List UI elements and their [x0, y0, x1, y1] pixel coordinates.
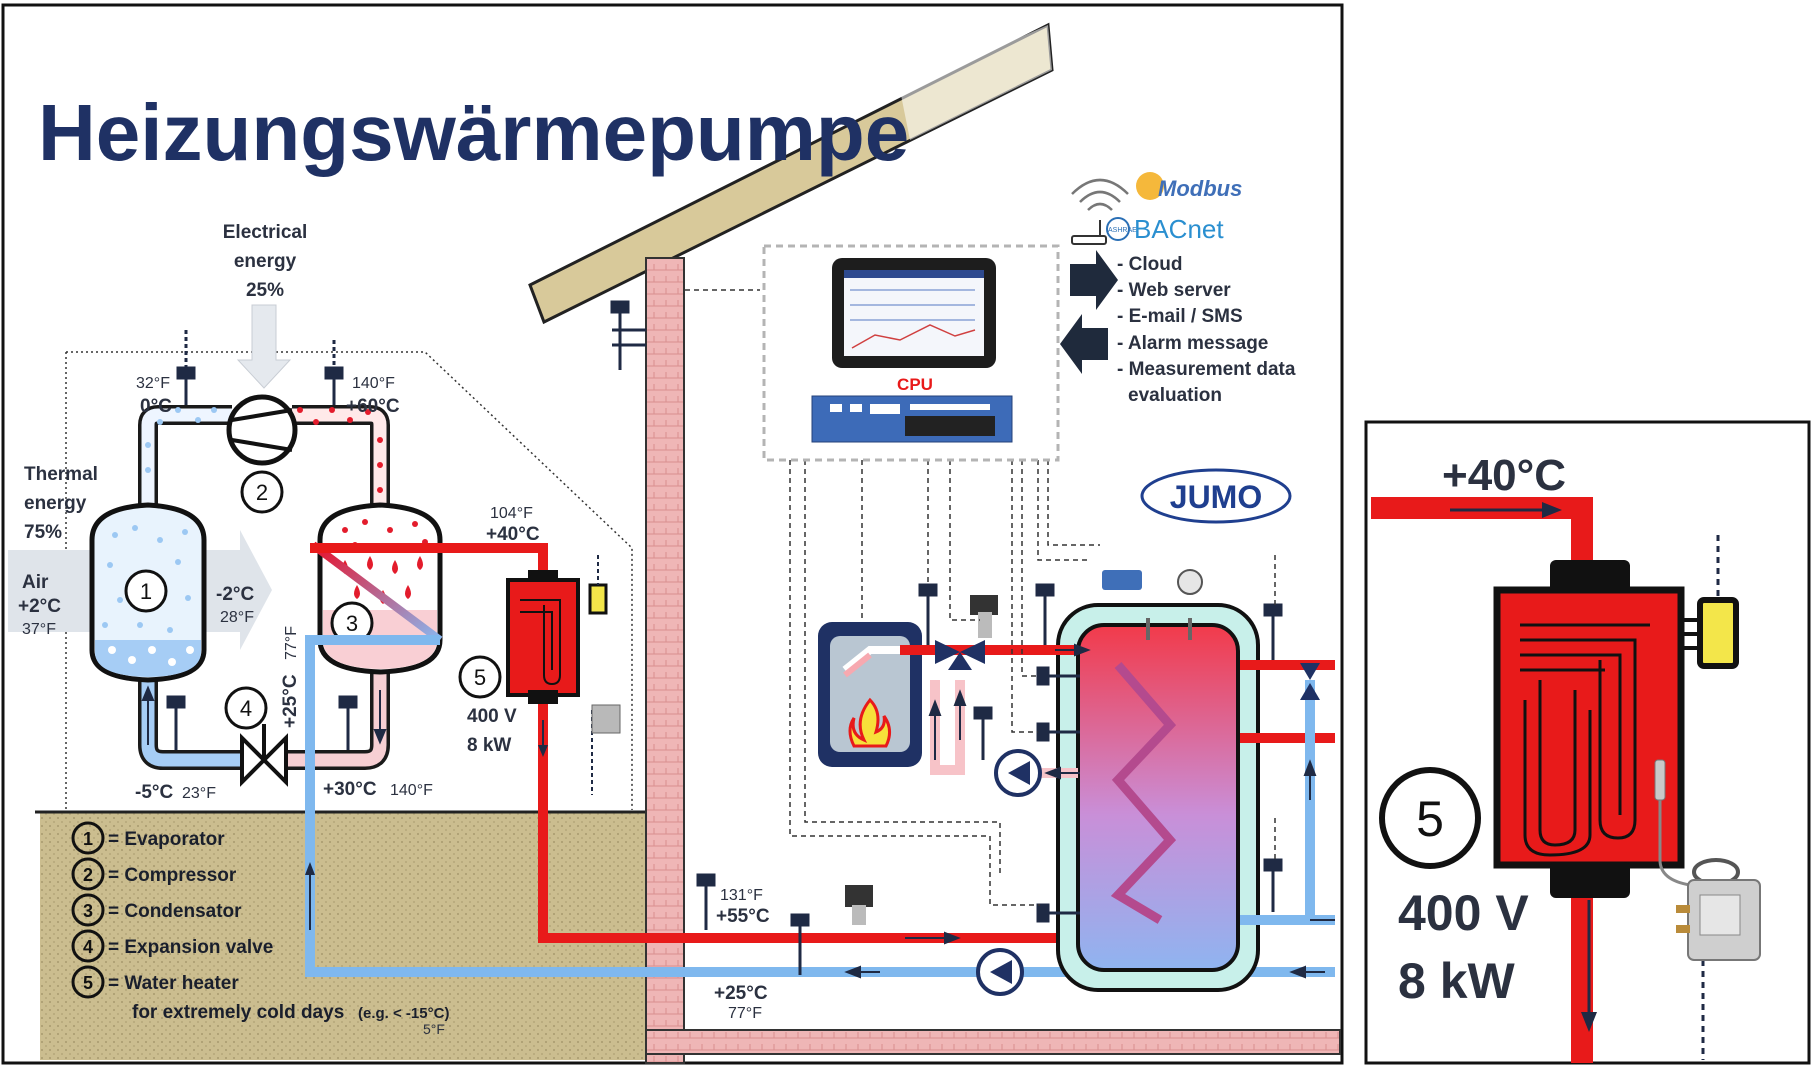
router-icon — [1071, 178, 1129, 245]
service-evaluation: evaluation — [1128, 385, 1222, 406]
house-wall — [645, 257, 685, 1064]
heater-power: 8 kW — [467, 735, 511, 756]
ground — [40, 812, 645, 1060]
air-temp-c: +2°C — [18, 596, 61, 617]
pressure-sensor-2 — [970, 595, 998, 638]
service-email: - E-mail / SMS — [1117, 306, 1243, 327]
reading-cond-out-f: 140°F — [390, 782, 433, 799]
legend-num-2: 2 — [83, 865, 93, 885]
reading-flow-f: 104°F — [490, 505, 533, 522]
electrical-pct: 25% — [246, 280, 284, 301]
modbus-logo: Modbus — [1136, 172, 1242, 201]
thermal-line2: energy — [24, 493, 87, 514]
reading-evap-mid-f: 28°F — [220, 609, 254, 626]
electrical-energy-arrow — [236, 304, 292, 389]
bacnet-logo: ASHRAE BACnet — [1106, 214, 1224, 244]
service-web: - Web server — [1117, 280, 1231, 301]
reading-return-f: 77°F — [283, 626, 300, 660]
legend-num-1: 1 — [83, 829, 93, 849]
boiler — [818, 622, 960, 767]
reading-exp-out-c: -5°C — [135, 782, 173, 803]
condenser — [317, 502, 443, 675]
return-pipe-cold — [305, 635, 1335, 977]
air-label: Air — [22, 572, 49, 593]
bacnet-text: BACnet — [1134, 214, 1224, 244]
jumo-logo: JUMO — [1140, 468, 1292, 524]
reading-bottom-c: +25°C — [714, 983, 768, 1004]
num-1: 1 — [140, 579, 152, 604]
num-5: 5 — [474, 665, 486, 690]
service-measurement: - Measurement data — [1117, 359, 1296, 380]
heating-pump — [994, 749, 1042, 797]
num-3: 3 — [346, 611, 358, 636]
thermal-pct: 75% — [24, 522, 62, 543]
zoom-panel — [1371, 497, 1761, 1063]
service-alarm: - Alarm message — [1117, 333, 1268, 354]
arrow-out — [1070, 250, 1118, 310]
reading-flow-c: +40°C — [486, 524, 540, 545]
reading-supply-f: 131°F — [720, 887, 763, 904]
legend-num-4: 4 — [83, 937, 93, 957]
legend-text-5: = Water heater — [108, 973, 239, 994]
reading-comp-out-f: 140°F — [352, 375, 395, 392]
legend-text-1: = Evaporator — [108, 829, 225, 850]
circulation-pump — [976, 948, 1024, 996]
thermal-line1: Thermal — [24, 464, 98, 485]
legend-text-2: = Compressor — [108, 865, 237, 886]
house-floor — [645, 1029, 1341, 1055]
legend-num-5: 5 — [83, 973, 93, 993]
reading-evap-mid-c: -2°C — [216, 584, 254, 605]
reading-exp-out-f: 23°F — [182, 785, 216, 802]
reading-evap-in-c: 0°C — [140, 396, 172, 417]
compressor — [226, 394, 298, 466]
air-temp-f: 37°F — [22, 621, 56, 638]
legend-note: for extremely cold days — [132, 1002, 344, 1023]
legend-note-example: (e.g. < -15°C) — [358, 1005, 449, 1022]
heater-voltage: 400 V — [467, 706, 517, 727]
storage-tank — [1056, 569, 1335, 992]
legend: 1 = Evaporator 2 = Compressor 3 = Conden… — [71, 821, 449, 1037]
electrical-line2: energy — [234, 251, 297, 272]
cpu-label: CPU — [897, 375, 933, 394]
zoom-voltage: 400 V — [1398, 885, 1529, 941]
reading-bottom-f: 77°F — [728, 1005, 762, 1022]
brand-text: JUMO — [1170, 479, 1262, 515]
electrical-line1: Electrical — [223, 222, 308, 243]
num-2: 2 — [256, 480, 268, 505]
services-list: - Cloud - Web server - E-mail / SMS - Al… — [1117, 254, 1296, 406]
roof — [528, 22, 1054, 325]
water-heater — [506, 555, 621, 795]
page-title: Heizungswärmepumpe — [38, 88, 909, 177]
reading-supply-c: +55°C — [716, 906, 770, 927]
reading-return-c: +25°C — [280, 674, 301, 728]
mixing-valve — [935, 640, 985, 670]
zoom-temp: +40°C — [1442, 451, 1566, 500]
zoom-number: 5 — [1416, 791, 1444, 847]
pressure-sensor — [845, 885, 873, 925]
reading-evap-in-f: 32°F — [136, 375, 170, 392]
expansion-valve — [240, 724, 288, 787]
ashrae-text: ASHRAE — [1108, 227, 1137, 234]
reading-comp-out-c: +60°C — [346, 396, 400, 417]
arrow-in — [1060, 314, 1108, 374]
legend-note-example-f: 5°F — [423, 1021, 445, 1037]
legend-num-3: 3 — [83, 901, 93, 921]
legend-text-4: = Expansion valve — [108, 937, 273, 958]
num-4: 4 — [240, 696, 252, 721]
zoom-power: 8 kW — [1398, 953, 1516, 1009]
service-cloud: - Cloud — [1117, 254, 1182, 275]
thermostat — [1676, 858, 1761, 961]
hmi-display — [832, 258, 996, 368]
cpu-module — [811, 395, 1013, 443]
reading-cond-out-c: +30°C — [323, 779, 377, 800]
modbus-text: Modbus — [1158, 176, 1242, 201]
legend-text-3: = Condensator — [108, 901, 242, 922]
